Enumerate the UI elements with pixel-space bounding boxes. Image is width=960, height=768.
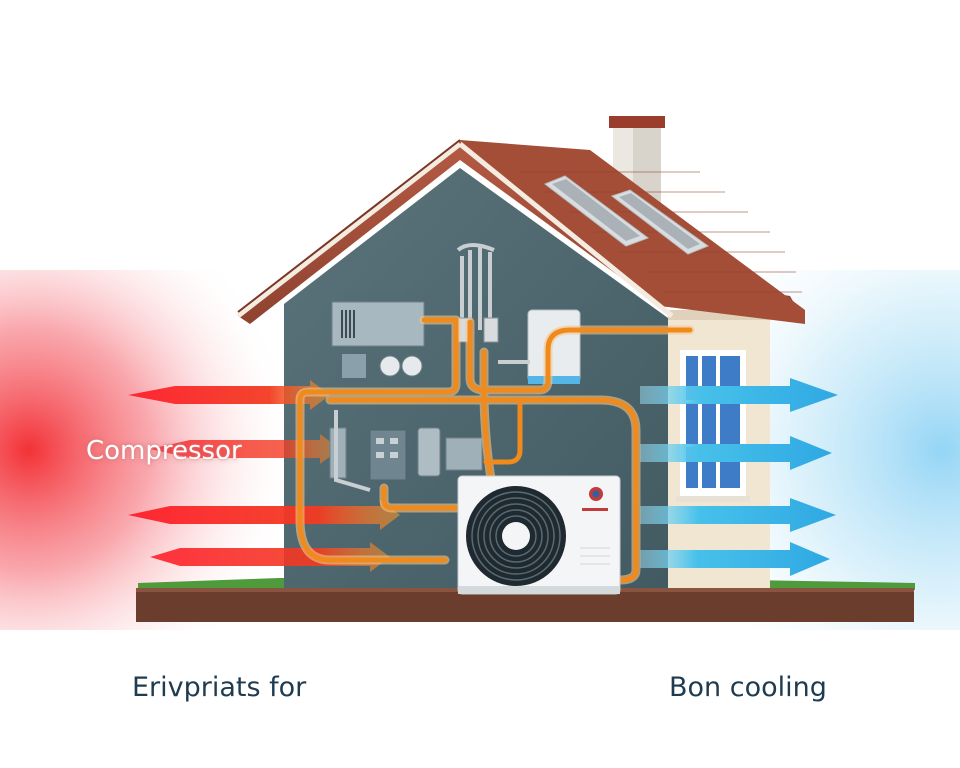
cool-arrow-4 <box>640 542 830 576</box>
control-box <box>331 301 425 347</box>
heat-arrow-1 <box>128 380 330 410</box>
compressor-label: Compressor <box>86 436 242 466</box>
outdoor-unit <box>457 475 621 595</box>
cool-arrow-3 <box>640 498 836 532</box>
window <box>676 350 750 502</box>
left-caption: Erivpriats for <box>132 672 307 703</box>
roof-panels <box>543 175 710 255</box>
heat-arrow-2 <box>150 434 340 464</box>
gauge-icon <box>379 355 401 377</box>
cool-arrow-2 <box>640 436 832 470</box>
water-tank <box>527 309 581 383</box>
heat-arrow-3 <box>128 500 400 530</box>
right-caption: Bon cooling <box>669 672 827 703</box>
cool-arrows <box>640 378 838 576</box>
cool-arrow-1 <box>640 378 838 412</box>
heat-arrows <box>128 380 400 572</box>
gauge-icon <box>401 355 423 377</box>
